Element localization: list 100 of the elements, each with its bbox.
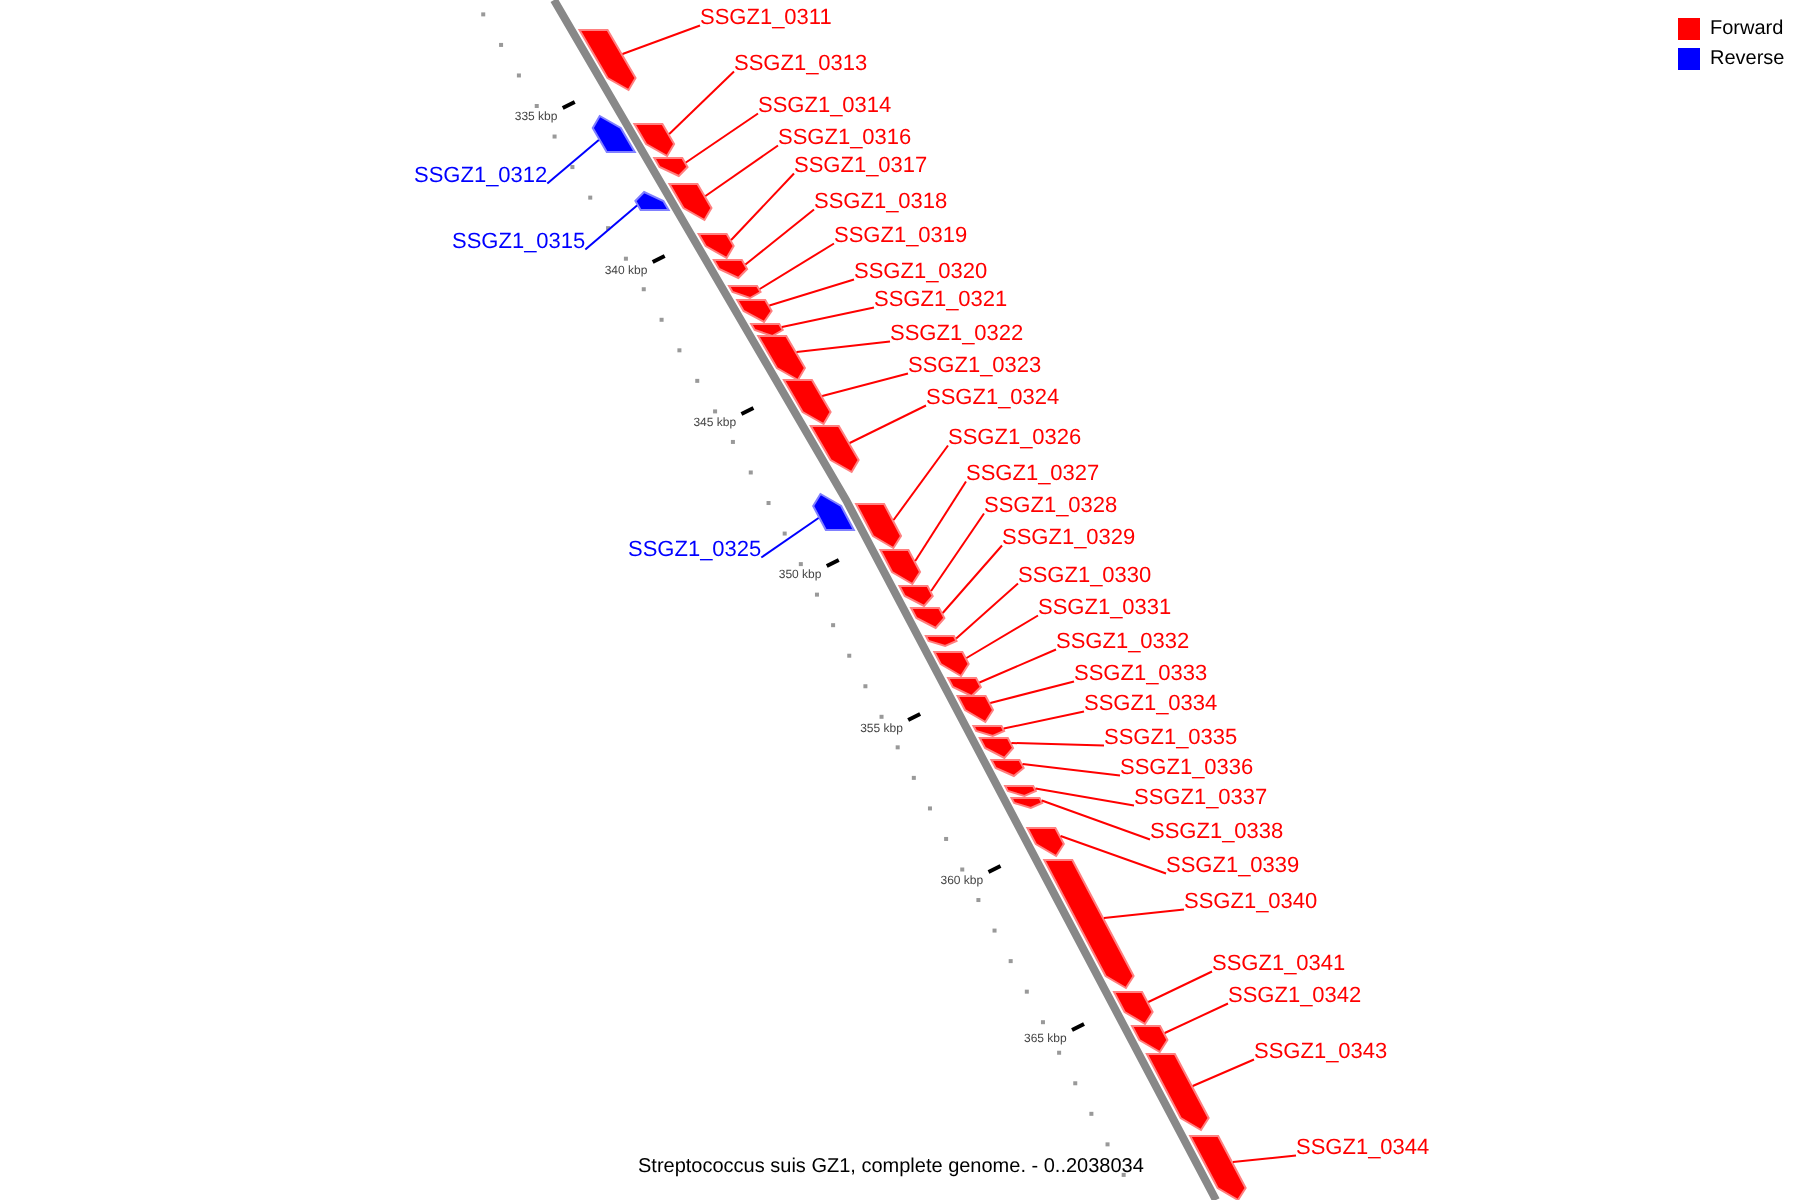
gene-feature xyxy=(878,549,922,586)
leader-line xyxy=(768,278,855,307)
gene-label: SSGZ1_0336 xyxy=(1120,756,1254,782)
gene-label: SSGZ1_0323 xyxy=(908,354,1042,380)
leader-line xyxy=(760,517,820,559)
gene-feature xyxy=(924,635,958,648)
gene-label: SSGZ1_0321 xyxy=(874,288,1008,314)
gene-feature xyxy=(989,759,1025,778)
gene-label: SSGZ1_0314 xyxy=(758,94,892,120)
gene-label: SSGZ1_0340 xyxy=(1184,890,1318,916)
gene-label: SSGZ1_0326 xyxy=(948,426,1082,452)
leader-line xyxy=(1163,1002,1229,1034)
leader-line xyxy=(1040,799,1151,841)
gene-label: SSGZ1_0317 xyxy=(794,154,928,180)
leader-line xyxy=(989,680,1075,704)
leader-line xyxy=(780,306,875,328)
caption: Streptococcus suis GZ1, complete genome. - 0..2038034 xyxy=(638,1156,1144,1180)
gene-feature xyxy=(727,285,762,300)
gene-label: SSGZ1_0311 xyxy=(700,6,832,32)
leader-line xyxy=(1231,1154,1297,1163)
legend-label: Forward xyxy=(1710,18,1784,42)
leader-line xyxy=(1059,835,1167,875)
gene-label: SSGZ1_0329 xyxy=(1002,526,1136,552)
leader-line xyxy=(704,144,779,197)
gene-label: SSGZ1_0338 xyxy=(1150,820,1284,846)
gene-feature xyxy=(854,503,903,550)
leader-line xyxy=(758,242,835,290)
leader-line xyxy=(892,444,949,521)
gene-label: SSGZ1_0327 xyxy=(966,462,1100,488)
gene-feature xyxy=(897,585,934,608)
leader-line xyxy=(546,139,600,185)
gene-feature xyxy=(978,737,1015,760)
leader-line xyxy=(1191,1058,1255,1087)
gene-feature xyxy=(1009,797,1044,810)
gene-label: SSGZ1_0332 xyxy=(1056,630,1190,656)
gene-feature xyxy=(632,123,676,158)
leader-line xyxy=(955,582,1019,640)
gene-feature xyxy=(782,379,832,426)
leader-line xyxy=(668,70,735,135)
gene-feature xyxy=(1112,991,1154,1026)
gene-feature xyxy=(812,492,856,531)
gene-feature xyxy=(1145,1053,1210,1132)
leader-line xyxy=(1102,908,1185,919)
gene-label: SSGZ1_0315 xyxy=(452,230,586,256)
gene-feature xyxy=(809,425,860,474)
leader-line xyxy=(1147,970,1213,1003)
leader-line xyxy=(978,648,1057,684)
gene-label: SSGZ1_0339 xyxy=(1166,854,1300,880)
gene-label: SSGZ1_0333 xyxy=(1074,662,1208,688)
leader-line xyxy=(1034,787,1135,807)
gene-label: SSGZ1_0328 xyxy=(984,494,1118,520)
leader-line xyxy=(1002,710,1085,730)
gene-label: SSGZ1_0319 xyxy=(834,224,968,250)
gene-feature xyxy=(909,607,946,630)
gene-feature xyxy=(652,157,689,178)
gene-label: SSGZ1_0337 xyxy=(1134,786,1268,812)
gene-label: SSGZ1_0312 xyxy=(414,164,548,190)
leader-line xyxy=(930,512,985,592)
gene-label: SSGZ1_0344 xyxy=(1296,1136,1430,1162)
gene-feature xyxy=(634,190,671,211)
leader-line xyxy=(795,340,891,353)
gene-label: SSGZ1_0335 xyxy=(1104,726,1238,752)
gene-label: SSGZ1_0320 xyxy=(854,260,988,286)
gene-feature xyxy=(591,114,637,153)
gene-label: SSGZ1_0330 xyxy=(1018,564,1152,590)
leader-line xyxy=(914,480,967,562)
leader-line xyxy=(821,372,909,397)
gene-label: SSGZ1_0316 xyxy=(778,126,912,152)
gene-label: SSGZ1_0334 xyxy=(1084,692,1218,718)
gene-feature xyxy=(696,233,735,260)
leader-line xyxy=(1010,742,1105,747)
leader-line xyxy=(744,208,815,266)
legend-label: Reverse xyxy=(1710,48,1785,72)
gene-feature xyxy=(1003,785,1038,798)
leader-line xyxy=(684,112,759,164)
gene-label: SSGZ1_0318 xyxy=(814,190,948,216)
gene-feature xyxy=(667,183,713,222)
gene-label: SSGZ1_0313 xyxy=(734,52,868,78)
leader-line xyxy=(730,172,795,241)
gene-label: SSGZ1_0342 xyxy=(1228,984,1362,1010)
leader-line xyxy=(941,544,1003,614)
gene-feature xyxy=(946,677,983,698)
gene-feature xyxy=(971,725,1006,738)
leader-line xyxy=(621,24,701,55)
gene-feature xyxy=(1025,827,1065,858)
leader-line xyxy=(1021,763,1121,777)
gene-label: SSGZ1_0341 xyxy=(1212,952,1346,978)
gene-feature xyxy=(1130,1025,1169,1054)
leader-line xyxy=(584,204,638,251)
leader-line xyxy=(965,614,1039,659)
gene-label: SSGZ1_0324 xyxy=(926,386,1060,412)
gene-feature xyxy=(1188,1135,1247,1200)
gene-feature xyxy=(735,299,773,324)
leader-line xyxy=(848,404,927,444)
gene-label: SSGZ1_0322 xyxy=(890,322,1024,348)
gene-label: SSGZ1_0325 xyxy=(628,538,762,564)
gene-feature xyxy=(1042,859,1135,990)
gene-label: SSGZ1_0331 xyxy=(1038,596,1172,622)
gene-label: SSGZ1_0343 xyxy=(1254,1040,1388,1066)
gene-feature xyxy=(712,259,749,280)
